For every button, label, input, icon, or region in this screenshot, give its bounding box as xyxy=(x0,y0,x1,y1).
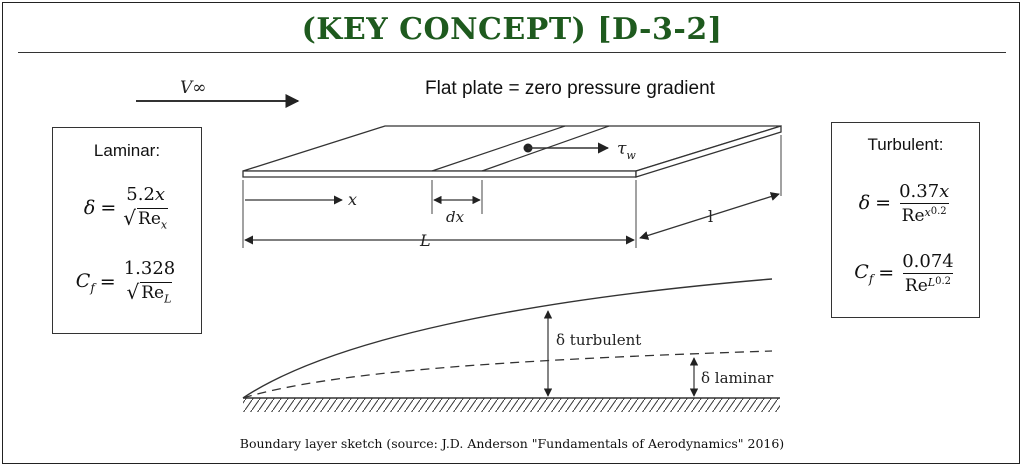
svg-text:τw: τw xyxy=(617,139,636,162)
wall-shear-arrow xyxy=(523,142,610,154)
laminar-thickness-label: δ laminar xyxy=(701,369,774,387)
strip-line-left xyxy=(431,125,566,172)
boundary-layer-profile xyxy=(242,278,780,412)
laminar-delta-radicand-sub: x xyxy=(160,218,168,232)
wall-shear-label: τ xyxy=(617,139,627,159)
laminar-delta-symbol: δ xyxy=(83,197,96,219)
laminar-cf-numerator: 1.328 xyxy=(123,258,176,280)
turbulent-cf-symbol-sub: f xyxy=(868,271,874,286)
turbulent-delta-numerator-var: x xyxy=(939,180,950,202)
x-label: x xyxy=(348,190,357,209)
turbulent-cf-denominator: Re xyxy=(904,275,928,296)
laminar-formula-box: Laminar: δ = 5.2x √ Rex Cf = 1.328 √ ReL xyxy=(52,127,202,334)
turbulent-delta-numerator: 0.37 xyxy=(899,180,940,202)
turbulent-thickness-label: δ turbulent xyxy=(556,331,641,349)
turbulent-delta-exponent: 0.2 xyxy=(930,205,947,217)
flat-plate xyxy=(242,125,782,178)
width-dimension-arrow xyxy=(639,192,780,240)
dx-label: dx xyxy=(446,208,465,226)
turbulent-cf-symbol: C xyxy=(854,260,869,283)
laminar-cf-radicand: Re xyxy=(141,283,165,304)
laminar-delta-numerator-var: x xyxy=(154,184,166,206)
length-label: L xyxy=(419,231,431,250)
wall-shear-sub: w xyxy=(626,149,636,162)
turbulent-cf-denominator-sub: L xyxy=(927,275,936,289)
laminar-delta-equation: δ = 5.2x √ Rex xyxy=(83,184,169,232)
page-title: (KEY CONCEPT) [D-3-2] xyxy=(301,12,723,47)
laminar-cf-symbol-sub: f xyxy=(90,280,95,295)
laminar-delta-radicand: Re xyxy=(138,209,161,230)
turbulent-delta-denominator: Re xyxy=(901,205,925,226)
laminar-cf-radicand-sub: L xyxy=(164,292,172,306)
turbulent-heading: Turbulent: xyxy=(867,135,944,154)
figure-caption: Boundary layer sketch (source: J.D. Ande… xyxy=(239,436,785,451)
freestream-label: V∞ xyxy=(180,78,206,98)
laminar-boundary-curve xyxy=(242,350,773,399)
laminar-heading: Laminar: xyxy=(93,141,161,160)
title-divider xyxy=(18,52,1006,53)
laminar-cf-symbol: C xyxy=(75,269,91,292)
turbulent-boundary-curve xyxy=(242,278,773,399)
subtitle: Flat plate = zero pressure gradient xyxy=(425,78,715,99)
turbulent-cf-numerator: 0.074 xyxy=(902,250,954,272)
turbulent-cf-exponent: 0.2 xyxy=(935,275,951,287)
sqrt-icon: √ xyxy=(123,206,137,231)
sqrt-icon: √ xyxy=(126,280,140,305)
turbulent-delta-symbol: δ xyxy=(858,192,871,214)
turbulent-delta-denominator-sub: x xyxy=(924,205,931,219)
laminar-delta-numerator: 5.2 xyxy=(126,184,155,206)
width-label: l xyxy=(708,207,713,226)
laminar-cf-equation: Cf = 1.328 √ ReL xyxy=(53,256,201,308)
